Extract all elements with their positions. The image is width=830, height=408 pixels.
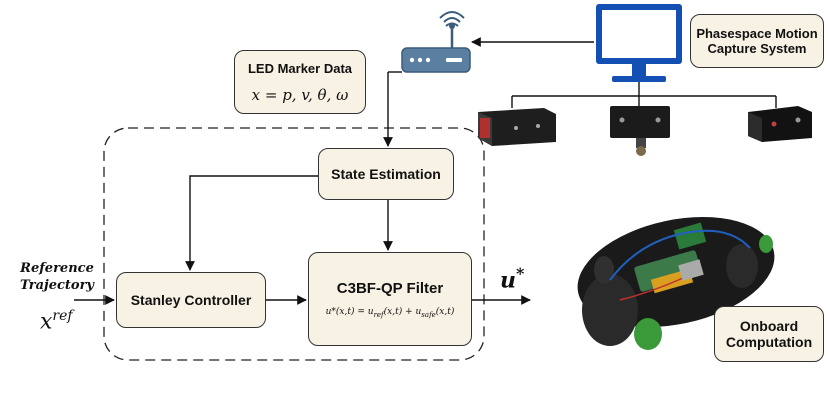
state-estimation-block: State Estimation	[318, 148, 454, 200]
robot-car-image	[577, 217, 775, 350]
c3bf-eq-mid: (x,t) + u	[383, 306, 422, 317]
camera-left-icon	[478, 108, 556, 146]
led-marker-equation: x = p, v, θ, ω	[251, 85, 349, 104]
c3bf-eq-ref: ref	[373, 310, 384, 319]
phasespace-line2: Capture System	[707, 41, 807, 56]
reference-trajectory-label: Reference Trajectory	[12, 260, 102, 294]
c3bf-title: C3BF-QP Filter	[336, 279, 444, 297]
system-boundary	[103, 127, 485, 361]
phasespace-line1: Phasespace Motion	[696, 26, 818, 41]
reference-line1: Reference	[20, 261, 94, 276]
onboard-line2: Computation	[725, 334, 813, 350]
led-marker-title: LED Marker Data	[247, 60, 353, 76]
phasespace-box: Phasespace Motion Capture System	[690, 14, 824, 68]
onboard-computation-box: Onboard Computation	[714, 306, 824, 362]
c3bf-eq-end: (x,t)	[435, 306, 455, 317]
output-symbol: u*	[500, 264, 524, 293]
c3bf-eq-lhs: u*(x,t) = u	[325, 306, 374, 317]
output-sup: *	[516, 264, 525, 283]
camera-center-icon	[610, 106, 670, 156]
reference-sym: x	[40, 309, 53, 335]
reference-symbol: xref	[40, 308, 73, 334]
led-marker-box: LED Marker Data x = p, v, θ, ω	[234, 50, 366, 114]
reference-sup: ref	[52, 308, 73, 324]
monitor-icon	[596, 4, 682, 82]
arrow-state-to-stanley	[185, 175, 318, 271]
stanley-controller-block: Stanley Controller	[116, 272, 266, 328]
router-icon	[401, 11, 471, 73]
stanley-controller-label: Stanley Controller	[130, 292, 252, 308]
camera-bus	[511, 82, 777, 108]
reference-line2: Trajectory	[20, 278, 94, 293]
output-sym: u	[500, 267, 516, 294]
state-estimation-label: State Estimation	[331, 166, 441, 182]
camera-right-icon	[748, 106, 812, 142]
c3bf-eq-safe: safe	[421, 310, 436, 319]
c3bf-qp-filter-block: C3BF-QP Filter u*(x,t) = uref(x,t) + usa…	[308, 252, 472, 346]
onboard-line1: Onboard	[739, 318, 799, 334]
c3bf-equation: u*(x,t) = uref(x,t) + usafe(x,t)	[326, 307, 455, 319]
